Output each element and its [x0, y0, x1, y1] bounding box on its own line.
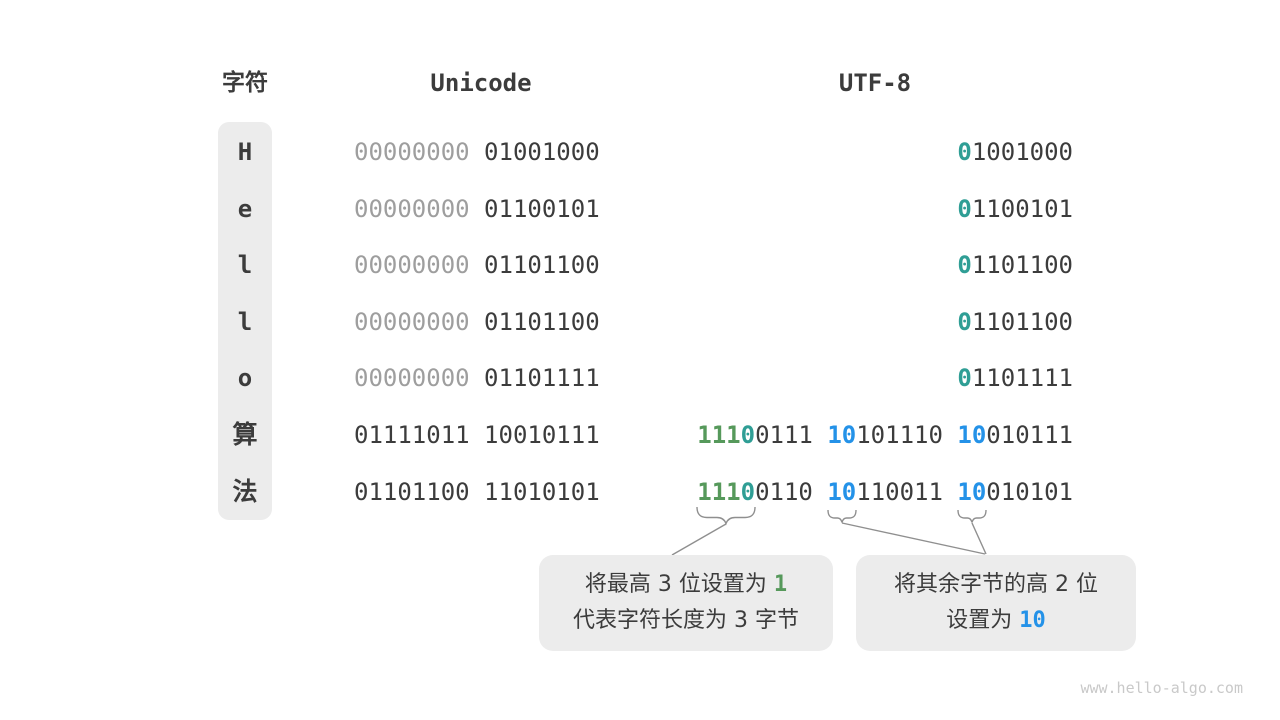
- utf8-terminator-zero: 0: [740, 421, 756, 449]
- unicode-low-byte: 01101100: [484, 251, 600, 279]
- unicode-high-byte: 01111011: [354, 421, 470, 449]
- utf8-leading-zero: 0: [957, 195, 972, 223]
- connector-line-right-b: [971, 522, 987, 555]
- unicode-high-byte: 01101100: [354, 478, 470, 506]
- connector-line-right-a: [841, 522, 986, 555]
- utf8-cell: 01001000: [957, 138, 1073, 166]
- char-cell: H: [237, 138, 253, 166]
- unicode-low-byte: 01101100: [484, 308, 600, 336]
- unicode-high-byte: 00000000: [354, 251, 470, 279]
- utf8-continuation-prefix: 10: [957, 421, 987, 449]
- unicode-low-byte: 10010111: [484, 421, 600, 449]
- char-cell: l: [237, 251, 253, 279]
- callout-line: 将最高 3 位设置为 1: [584, 572, 788, 597]
- unicode-low-byte: 01101111: [484, 364, 600, 392]
- utf8-length-bits: 111: [697, 478, 741, 506]
- char-cell: l: [237, 308, 253, 336]
- unicode-cell: 00000000 01101100: [354, 307, 600, 337]
- column-header-utf8: UTF-8: [838, 69, 912, 97]
- char-cell: o: [237, 364, 253, 392]
- char-cell: 法: [232, 477, 258, 506]
- connector-line-left: [671, 523, 727, 556]
- unicode-low-byte: 11010101: [484, 478, 600, 506]
- watermark: www.hello-algo.com: [1080, 679, 1243, 697]
- unicode-cell: 00000000 01001000: [354, 137, 600, 167]
- utf8-cell: 01101100: [957, 251, 1073, 279]
- unicode-cell: 00000000 01101111: [354, 363, 600, 393]
- column-header-unicode: Unicode: [430, 69, 532, 97]
- highlight-one-zero: 10: [1019, 608, 1046, 633]
- utf8-leading-zero: 0: [957, 138, 972, 166]
- utf8-cell: 11100110 10110011 10010101: [697, 478, 1073, 506]
- unicode-high-byte: 00000000: [354, 308, 470, 336]
- utf8-terminator-zero: 0: [740, 478, 756, 506]
- unicode-high-byte: 00000000: [354, 364, 470, 392]
- utf8-cell: 01101111: [957, 364, 1073, 392]
- unicode-cell: 01111011 10010111: [354, 420, 600, 450]
- callout-continuation-rule: 将其余字节的高 2 位 设置为 10: [856, 555, 1136, 651]
- unicode-cell: 01101100 11010101: [354, 477, 600, 507]
- highlight-one: 1: [773, 572, 788, 597]
- unicode-high-byte: 00000000: [354, 138, 470, 166]
- utf8-length-bits: 111: [697, 421, 741, 449]
- unicode-low-byte: 01100101: [484, 195, 600, 223]
- char-cell: 算: [232, 420, 258, 449]
- callout-line: 将其余字节的高 2 位: [894, 572, 1098, 597]
- unicode-cell: 00000000 01100101: [354, 194, 600, 224]
- underbrace-length-bits: [696, 506, 756, 526]
- utf8-leading-zero: 0: [957, 364, 972, 392]
- underbrace-continuation-1: [827, 509, 857, 523]
- utf8-continuation-prefix: 10: [957, 478, 987, 506]
- char-column-background: [218, 122, 272, 520]
- utf8-cell: 01101100: [957, 308, 1073, 336]
- utf8-continuation-prefix: 10: [827, 478, 857, 506]
- utf8-leading-zero: 0: [957, 251, 972, 279]
- unicode-cell: 00000000 01101100: [354, 250, 600, 280]
- unicode-low-byte: 01001000: [484, 138, 600, 166]
- callout-line: 代表字符长度为 3 字节: [573, 608, 799, 633]
- underbrace-continuation-2: [957, 509, 987, 523]
- column-header-char: 字符: [222, 70, 268, 96]
- callout-line: 设置为 10: [946, 608, 1046, 633]
- utf8-cell: 01100101: [957, 195, 1073, 223]
- char-cell: e: [237, 195, 253, 223]
- utf8-continuation-prefix: 10: [827, 421, 857, 449]
- callout-length-rule: 将最高 3 位设置为 1 代表字符长度为 3 字节: [539, 555, 833, 651]
- utf8-leading-zero: 0: [957, 308, 972, 336]
- unicode-high-byte: 00000000: [354, 195, 470, 223]
- utf8-cell: 11100111 10101110 10010111: [697, 421, 1073, 449]
